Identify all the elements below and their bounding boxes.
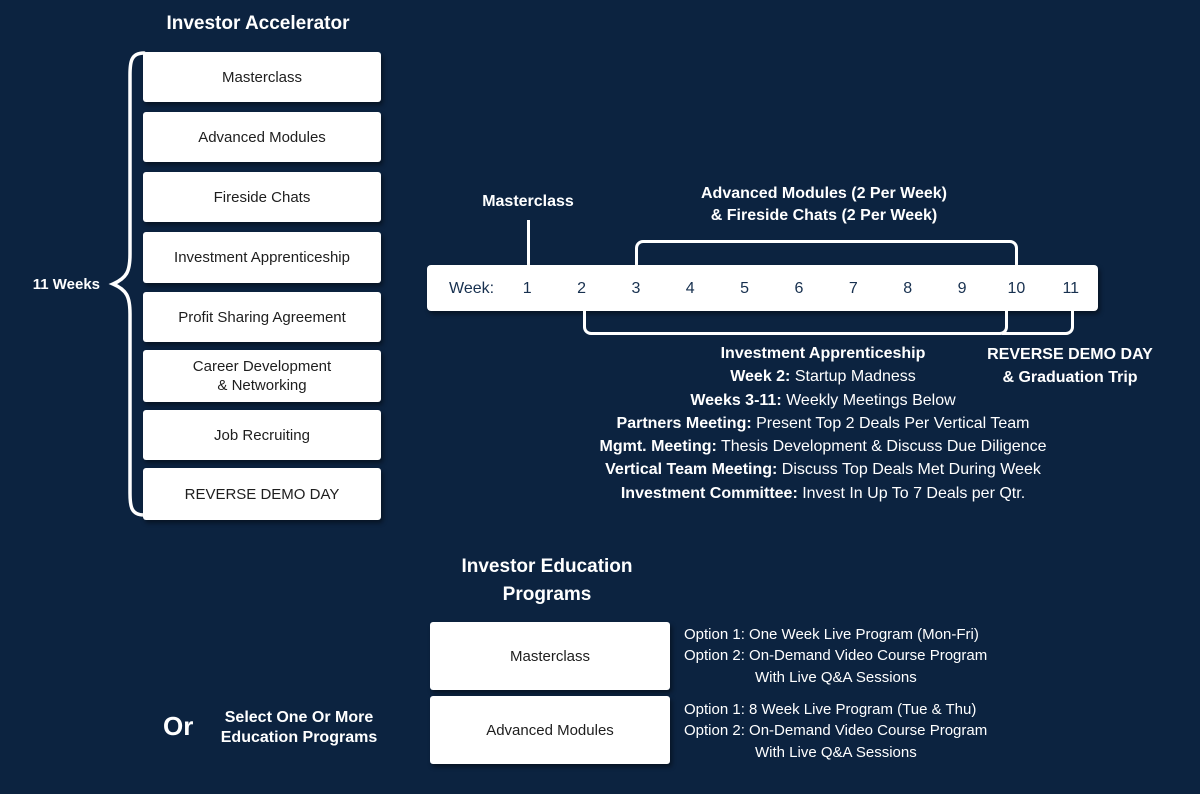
masterclass-options: Option 1: One Week Live Program (Mon-Fri…: [684, 624, 987, 688]
week-number-1: 1: [522, 279, 532, 297]
accelerator-item-fireside-chats: Fireside Chats: [143, 172, 381, 222]
apprenticeship-details: Investment Apprenticeship Week 2: Startu…: [440, 342, 1200, 505]
option-line: Option 2: On-Demand Video Course Program: [684, 722, 988, 740]
accelerator-item-masterclass: Masterclass: [143, 52, 381, 102]
select-programs-label: Select One Or More Education Programs: [220, 709, 378, 746]
apprenticeship-line: Weeks 3-11: Weekly Meetings Below: [690, 391, 956, 409]
week-number-4: 4: [685, 279, 695, 297]
eleven-weeks-brace: [108, 51, 146, 517]
advanced-modules-options: Option 1: 8 Week Live Program (Tue & Thu…: [684, 699, 987, 763]
accelerator-item-profit-sharing: Profit Sharing Agreement: [143, 292, 381, 342]
education-program-advanced-modules: Advanced Modules: [430, 696, 670, 764]
duration-label: 11 Weeks: [32, 276, 100, 293]
accelerator-title: Investor Accelerator: [166, 13, 350, 34]
accelerator-item-label: REVERSE DEMO DAY: [184, 485, 340, 503]
accelerator-item-label: Profit Sharing Agreement: [178, 308, 346, 326]
or-label: Or: [163, 711, 194, 741]
apprenticeship-bracket: [583, 311, 1008, 335]
week-label: Week:: [449, 279, 495, 297]
accelerator-item-label: Investment Apprenticeship: [174, 249, 350, 266]
accelerator-item-label: Job Recruiting: [214, 426, 310, 444]
week-number-10: 10: [1007, 279, 1026, 297]
week-number-11: 11: [1062, 279, 1080, 297]
advanced-modules-bracket: [635, 240, 1018, 268]
masterclass-connector-line: [527, 220, 530, 265]
week-numbers: 1 2 3 4 5 6 7 8 9 10 11: [500, 265, 1098, 311]
accelerator-item-career-development: Career Development & Networking: [143, 350, 381, 402]
reverse-demo-label: REVERSE DEMO DAY & Graduation Trip: [987, 346, 1153, 387]
education-program-label: Advanced Modules: [486, 721, 614, 739]
apprenticeship-line: Vertical Team Meeting: Discuss Top Deals…: [605, 461, 1041, 479]
timeline-masterclass-label: Masterclass: [482, 193, 574, 210]
accelerator-item-reverse-demo-day: REVERSE DEMO DAY: [143, 468, 381, 520]
week-timeline-bar: Week: 1 2 3 4 5 6 7 8 9 10 11: [427, 265, 1098, 311]
week-number-5: 5: [740, 279, 750, 297]
apprenticeship-line: Investment Apprenticeship: [720, 345, 926, 362]
accelerator-item-advanced-modules: Advanced Modules: [143, 112, 381, 162]
apprenticeship-line: Partners Meeting: Present Top 2 Deals Pe…: [616, 414, 1030, 432]
apprenticeship-line: Week 2: Startup Madness: [730, 368, 916, 386]
week-number-6: 6: [794, 279, 804, 297]
apprenticeship-line: Investment Committee: Invest In Up To 7 …: [620, 484, 1026, 502]
accelerator-item-job-recruiting: Job Recruiting: [143, 410, 381, 460]
week-number-7: 7: [848, 279, 858, 297]
apprenticeship-line: Mgmt. Meeting: Thesis Development & Disc…: [599, 438, 1047, 456]
accelerator-item-label: Advanced Modules: [198, 128, 326, 146]
accelerator-item-label: Masterclass: [221, 68, 303, 86]
option-line: Option 1: 8 Week Live Program (Tue & Thu…: [684, 701, 977, 718]
accelerator-item-label: Fireside Chats: [213, 188, 311, 206]
reverse-demo-connector: [1002, 311, 1074, 335]
education-program-label: Masterclass: [509, 647, 591, 665]
option-line: Option 1: One Week Live Program (Mon-Fri…: [684, 626, 979, 643]
accelerator-item-label: Career Development: [192, 358, 332, 375]
timeline-advanced-fireside-label: Advanced Modules (2 Per Week) & Fireside…: [701, 185, 947, 224]
option-line: With Live Q&A Sessions: [755, 743, 917, 761]
week-number-9: 9: [957, 279, 967, 297]
education-title: Investor Education Programs: [461, 556, 633, 605]
option-line: Option 2: On-Demand Video Course Program: [684, 647, 988, 665]
accelerator-item-investment-apprenticeship: Investment Apprenticeship: [143, 232, 381, 283]
week-number-8: 8: [903, 279, 913, 297]
week-number-2: 2: [577, 279, 586, 297]
week-number-3: 3: [631, 279, 641, 297]
education-program-masterclass: Masterclass: [430, 622, 670, 690]
option-line: With Live Q&A Sessions: [755, 668, 917, 686]
